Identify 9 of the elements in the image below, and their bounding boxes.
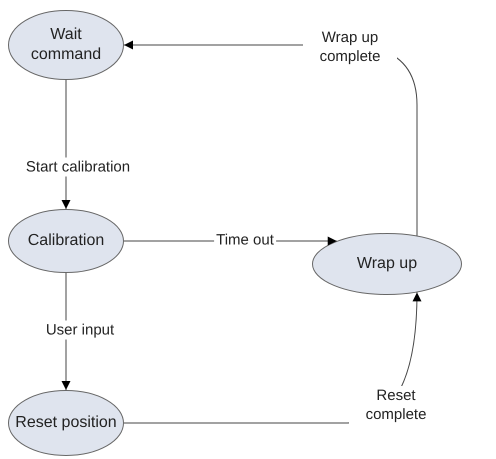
state-label: Wrap up	[356, 254, 418, 274]
edge-label: Start calibration	[24, 158, 132, 176]
state-ellipse	[8, 209, 124, 273]
state-ellipse	[312, 233, 462, 295]
state-label: Reset position	[15, 413, 117, 433]
state-ellipse	[8, 10, 124, 80]
state-label: Wait command	[30, 25, 102, 65]
state-ellipse	[8, 390, 124, 456]
state-label: Calibration	[28, 231, 104, 251]
